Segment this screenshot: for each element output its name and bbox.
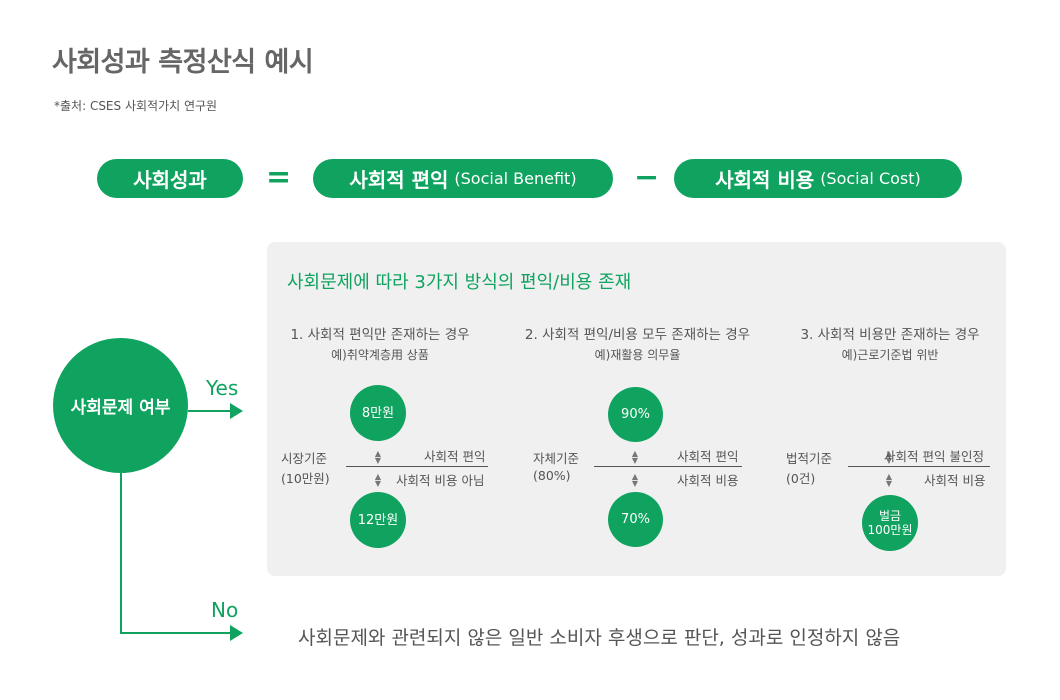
panel-title: 사회문제에 따라 3가지 방식의 편익/비용 존재 [287, 272, 632, 293]
case2-basis-label: 자체기준 [533, 451, 580, 466]
case2-basis-value: (80%) [533, 468, 571, 483]
case3-upper-label: 사회적 편익 불인정 [884, 449, 984, 464]
social-benefit-label: 사회적 편익 [349, 168, 449, 192]
yes-label: Yes [206, 376, 239, 400]
case3-basis-value: (0건) [786, 471, 816, 486]
social-benefit-sublabel: (Social Benefit) [454, 169, 577, 188]
case1-upper-label: 사회적 편익 [424, 449, 486, 464]
case1-example: 예)취약계층用 상품 [331, 348, 429, 362]
case2-top-value-circle: 90% [608, 387, 663, 442]
case2-upper-label: 사회적 편익 [677, 449, 739, 464]
minus-sign: − [634, 160, 660, 195]
case3-bottom-value-line2: 100만원 [867, 523, 913, 537]
social-cost-sublabel: (Social Cost) [820, 169, 921, 188]
yes-connector-line [188, 410, 232, 412]
case3-basis-label: 법적기준 [786, 451, 833, 466]
down-triangle-icon: ▲▼ [374, 472, 382, 488]
decision-label: 사회문제 여부 [70, 398, 171, 418]
case1-bottom-value: 12만원 [357, 512, 399, 528]
no-connector-line [120, 632, 232, 634]
page-title: 사회성과 측정산식 예시 [52, 47, 314, 78]
social-benefit-pill: 사회적 편익 (Social Benefit) [313, 159, 613, 198]
case2-example: 예)재활용 의무율 [594, 348, 681, 362]
no-label: No [211, 598, 239, 622]
case3-heading: 3. 사회적 비용만 존재하는 경우 [800, 327, 980, 343]
case3-example: 예)근로기준법 위반 [841, 348, 939, 362]
case2-bottom-value-circle: 70% [608, 492, 663, 547]
social-cost-pill: 사회적 비용 (Social Cost) [674, 159, 962, 198]
yes-arrow-icon [230, 403, 243, 419]
case1-bottom-value-circle: 12만원 [350, 492, 406, 548]
case1-heading: 1. 사회적 편익만 존재하는 경우 [290, 327, 470, 343]
case3-bottom-value-circle: 벌금 100만원 [862, 495, 918, 551]
case1-lower-label: 사회적 비용 아님 [396, 473, 485, 488]
social-cost-label: 사회적 비용 [715, 168, 815, 192]
case2-lower-label: 사회적 비용 [677, 473, 739, 488]
down-triangle-icon: ▲▼ [631, 472, 639, 488]
case2-baseline [594, 466, 742, 467]
no-result-text: 사회문제와 관련되지 않은 일반 소비자 후생으로 판단, 성과로 인정하지 않… [298, 627, 901, 649]
source-note: *출처: CSES 사회적가치 연구원 [54, 99, 218, 113]
social-performance-pill: 사회성과 [97, 159, 243, 198]
case1-top-value: 8만원 [361, 405, 395, 421]
case1-basis-value: (10만원) [281, 471, 330, 486]
equals-sign: = [266, 160, 292, 195]
up-triangle-icon: ▲▼ [885, 449, 893, 465]
social-performance-label: 사회성과 [133, 168, 207, 192]
case3-lower-label: 사회적 비용 [924, 473, 986, 488]
down-triangle-icon: ▲▼ [885, 472, 893, 488]
case1-baseline [346, 466, 488, 467]
social-issue-decision-circle: 사회문제 여부 [53, 338, 188, 473]
case1-basis-label: 시장기준 [281, 451, 328, 466]
case2-heading: 2. 사회적 편익/비용 모두 존재하는 경우 [524, 327, 751, 343]
no-arrow-icon [230, 625, 243, 641]
case3-baseline [848, 466, 990, 467]
case3-bottom-value-line1: 벌금 [878, 509, 902, 523]
case2-top-value: 90% [621, 407, 650, 422]
up-triangle-icon: ▲▼ [374, 449, 382, 465]
up-triangle-icon: ▲▼ [631, 449, 639, 465]
no-vertical-line [120, 473, 122, 634]
case2-bottom-value: 70% [621, 512, 650, 527]
case1-top-value-circle: 8만원 [350, 385, 406, 441]
